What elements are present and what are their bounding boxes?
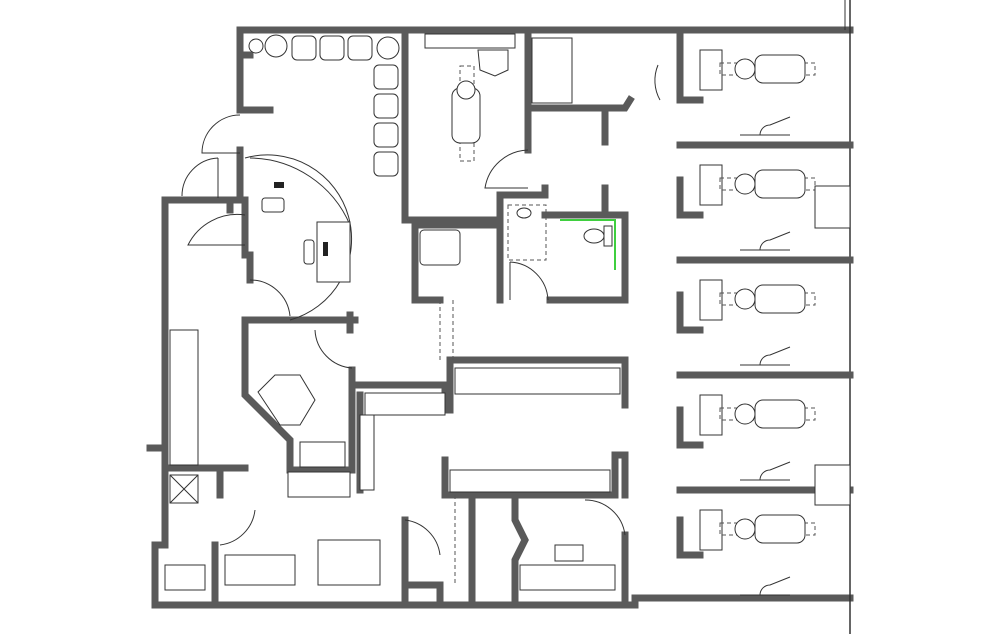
corridor-dashes [439, 300, 456, 585]
operatory-chairs [699, 49, 816, 596]
waiting-chairs [248, 34, 400, 177]
side-boxes [814, 185, 851, 506]
doors [181, 64, 661, 556]
lab-counters [164, 37, 621, 591]
bathroom-fixtures [507, 204, 613, 261]
green-accent [560, 219, 616, 270]
dental-chair [699, 164, 816, 251]
dental-chair [699, 279, 816, 366]
dental-chair [699, 394, 816, 481]
walls [146, 0, 854, 634]
dental-chair [699, 49, 816, 136]
reception-desk [261, 182, 351, 283]
dental-chair-top [424, 33, 516, 162]
dental-chair [699, 509, 816, 596]
